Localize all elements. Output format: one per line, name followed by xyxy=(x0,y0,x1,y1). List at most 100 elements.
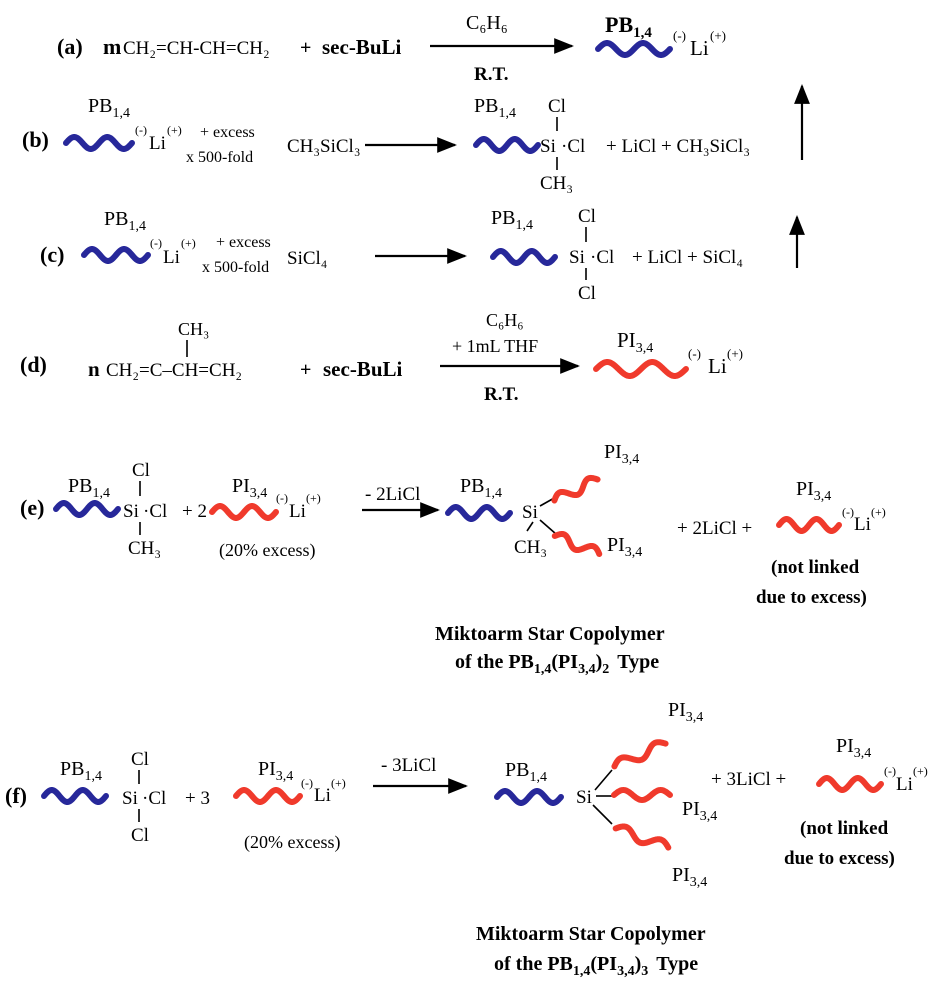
panel-e-caption-1: Miktoarm Star Copolymer xyxy=(435,623,665,645)
panel-e-not-linked-1: (not linked xyxy=(771,557,860,578)
panel-e-p-ch3: CH₃ xyxy=(514,537,547,558)
panel-e-si: Si xyxy=(123,501,139,522)
panel-e-excess: (20% excess) xyxy=(219,540,315,561)
pi-chain-icon xyxy=(816,775,884,793)
bond xyxy=(592,804,613,825)
panel-d-ch3: CH₃ xyxy=(178,319,209,339)
panel-f-p-si: Si xyxy=(576,787,592,808)
pi-chain-icon xyxy=(233,787,303,805)
panel-e-r2-chain-label: PI3,4 xyxy=(232,475,267,501)
panel-d-cond-top: C₆H₆ xyxy=(486,310,524,330)
panel-f-byproduct: + 3LiCl + xyxy=(711,769,786,790)
panel-c-anion: (-) xyxy=(150,236,162,250)
pi-chain-icon xyxy=(209,503,279,521)
panel-f-cation: (+) xyxy=(331,776,346,790)
pb-chain-icon xyxy=(595,40,673,58)
panel-f-p-arm-label: PI3,4 xyxy=(672,864,707,890)
panel-c-cl-right: ·Cl xyxy=(590,247,614,268)
panel-b-si: Si xyxy=(540,136,556,157)
panel-e-p-arm-label: PI3,4 xyxy=(607,534,642,560)
panel-d-cation: (+) xyxy=(727,346,743,361)
panel-c-si: Si xyxy=(569,247,585,268)
panel-c-chain-label: PB1,4 xyxy=(104,208,146,234)
panel-c-label: (c) xyxy=(40,242,64,267)
panel-c-excess-2: x 500-fold xyxy=(202,259,269,276)
panel-e-anion: (-) xyxy=(276,491,288,505)
panel-b-excess-2: x 500-fold xyxy=(186,149,253,166)
bond xyxy=(539,519,557,535)
panel-d-anion: (-) xyxy=(688,346,701,361)
panel-e-byproduct: + 2LiCl + xyxy=(677,518,752,539)
panel-a-monomer: CH₂=CH-CH=CH₂ xyxy=(123,38,270,59)
panel-f-si: Si xyxy=(122,788,138,809)
panel-b: (b) PB1,4 (-) Li (+) + excess x 500-fold… xyxy=(22,84,810,194)
panel-e: (e) PB1,4 Cl Si ·Cl CH₃ + 2 PI3,4 (-) Li… xyxy=(20,441,886,677)
panel-b-reagent: CH₃SiCl₃ xyxy=(287,136,360,157)
panel-a-cond-top: C₆H₆ xyxy=(466,12,508,34)
panel-d-coef: n xyxy=(88,357,100,381)
panel-e-ch3: CH₃ xyxy=(128,538,161,559)
pi-arm-icon xyxy=(611,739,669,770)
panel-e-cl-right: ·Cl xyxy=(143,501,167,522)
pb-chain-icon xyxy=(445,504,513,522)
panel-f-anion: (-) xyxy=(301,776,313,790)
panel-e-not-linked-2: due to excess) xyxy=(756,587,867,608)
bond xyxy=(594,769,613,791)
panel-a-cation: (+) xyxy=(710,28,726,43)
panel-f-plus-3: + 3 xyxy=(185,788,210,809)
panel-a-li: Li xyxy=(690,36,709,60)
panel-f-p-pb-label: PB1,4 xyxy=(505,759,547,785)
panel-b-cation: (+) xyxy=(167,123,182,137)
panel-b-cl-top: Cl xyxy=(548,96,566,117)
panel-c-cl-bottom: Cl xyxy=(578,283,596,304)
panel-a-initiator: sec-BuLi xyxy=(322,35,402,59)
panel-e-free-label: PI3,4 xyxy=(796,478,831,504)
panel-f: (f) PB1,4 Cl Si ·Cl Cl + 3 PI3,4 (-) Li … xyxy=(5,699,928,979)
panel-b-li: Li xyxy=(149,133,166,154)
panel-e-free-li: Li xyxy=(854,514,871,535)
panel-e-free-anion: (-) xyxy=(842,505,854,519)
panel-c-cl-top: Cl xyxy=(578,206,596,227)
panel-c-reagent: SiCl₄ xyxy=(287,248,327,269)
panel-c: (c) PB1,4 (-) Li (+) + excess x 500-fold… xyxy=(40,206,805,304)
panel-f-free-li: Li xyxy=(896,774,913,795)
panel-e-p-si: Si xyxy=(522,502,538,523)
pb-chain-icon xyxy=(41,787,109,805)
panel-b-label: (b) xyxy=(22,127,49,152)
pi-arm-icon xyxy=(551,530,603,557)
panel-b-excess-1: + excess xyxy=(200,124,255,141)
panel-e-cation: (+) xyxy=(306,491,321,505)
panel-f-r1-chain-label: PB1,4 xyxy=(60,758,102,784)
pb-chain-icon xyxy=(473,136,541,154)
pb-chain-icon xyxy=(494,788,564,806)
panel-c-cation: (+) xyxy=(181,236,196,250)
panel-f-not-linked-1: (not linked xyxy=(800,818,889,839)
panel-d-label: (d) xyxy=(20,352,47,377)
panel-f-cl-top: Cl xyxy=(131,749,149,770)
panel-a: (a) m CH₂=CH-CH=CH₂ + sec-BuLi C₆H₆ R.T.… xyxy=(57,12,726,85)
panel-c-prod-chain-label: PB1,4 xyxy=(491,207,533,233)
panel-b-byproducts: + LiCl + CH₃SiCl₃ xyxy=(606,136,750,157)
panel-d-li: Li xyxy=(708,354,727,378)
panel-a-chain-label: PB1,4 xyxy=(605,12,652,41)
panel-f-not-linked-2: due to excess) xyxy=(784,848,895,869)
panel-f-li: Li xyxy=(314,785,331,806)
panel-f-caption-1: Miktoarm Star Copolymer xyxy=(476,923,706,945)
panel-f-arrow-label: - 3LiCl xyxy=(381,755,436,776)
panel-d-cond-mid: + 1mL THF xyxy=(452,336,538,356)
panel-f-p-arm-label: PI3,4 xyxy=(668,699,703,725)
panel-a-label: (a) xyxy=(57,34,83,59)
panel-b-chain-label: PB1,4 xyxy=(88,95,130,121)
panel-e-p-pb-label: PB1,4 xyxy=(460,475,502,501)
panel-d-cond-bottom: R.T. xyxy=(484,384,518,405)
panel-f-r2-chain-label: PI3,4 xyxy=(258,758,293,784)
panel-a-plus: + xyxy=(300,37,311,59)
panel-f-p-arm-label: PI3,4 xyxy=(682,798,717,824)
panel-a-anion: (-) xyxy=(673,28,686,43)
bond xyxy=(526,521,534,532)
pb-chain-icon xyxy=(63,134,135,152)
